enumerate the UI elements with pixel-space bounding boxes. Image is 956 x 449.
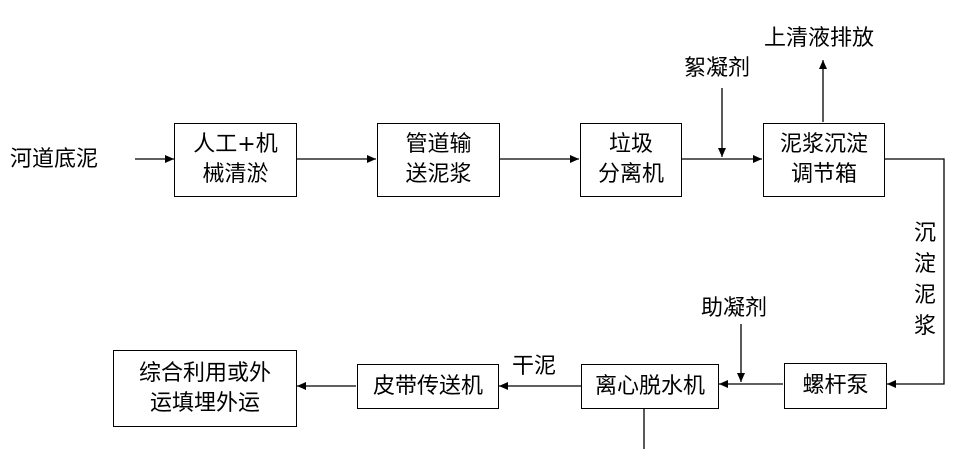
box-line: 管道输 — [405, 132, 472, 157]
box-line: 泥浆沉淀 — [779, 132, 868, 157]
box-garbage-separator: 垃圾 分离机 — [580, 123, 682, 197]
dry-sludge-label: 干泥 — [512, 354, 557, 379]
input-label: 河道底泥 — [10, 147, 99, 172]
coagulant-aid-label: 助凝剂 — [701, 296, 768, 321]
settled-slurry-char: 沉 淀 泥 浆 — [913, 221, 936, 339]
box-line: 调节箱 — [790, 162, 857, 187]
box-line: 分离机 — [597, 162, 664, 187]
box-line: 垃圾 — [608, 132, 653, 157]
box-line: 人工+机 — [193, 132, 278, 157]
box-line: 械清淤 — [202, 162, 269, 187]
box-line: 运填埋外运 — [149, 390, 260, 416]
box-centrifuge-dewatering: 离心脱水机 — [581, 364, 719, 409]
supernatant-discharge-label: 上清液排放 — [764, 26, 875, 51]
box-line: 离心脱水机 — [594, 373, 705, 399]
box-belt-conveyor: 皮带传送机 — [357, 364, 499, 409]
box-manual-machine-dredge: 人工+机 械清淤 — [174, 123, 297, 197]
box-screw-pump: 螺杆泵 — [784, 363, 887, 409]
box-slurry-settling-tank: 泥浆沉淀 调节箱 — [763, 123, 885, 197]
box-line: 综合利用或外 — [138, 360, 271, 386]
box-line: 螺杆泵 — [802, 373, 869, 398]
box-line: 皮带传送机 — [372, 373, 483, 399]
settled-slurry-label: 沉 淀 泥 浆 — [912, 218, 938, 342]
box-line: 送泥浆 — [405, 162, 472, 187]
box-pipeline-slurry: 管道输 送泥浆 — [377, 123, 500, 197]
flocculant-label: 絮凝剂 — [684, 56, 751, 81]
box-utilization-or-landfill: 综合利用或外 运填埋外运 — [113, 350, 297, 427]
arrow-tank-to-pump — [885, 158, 945, 388]
